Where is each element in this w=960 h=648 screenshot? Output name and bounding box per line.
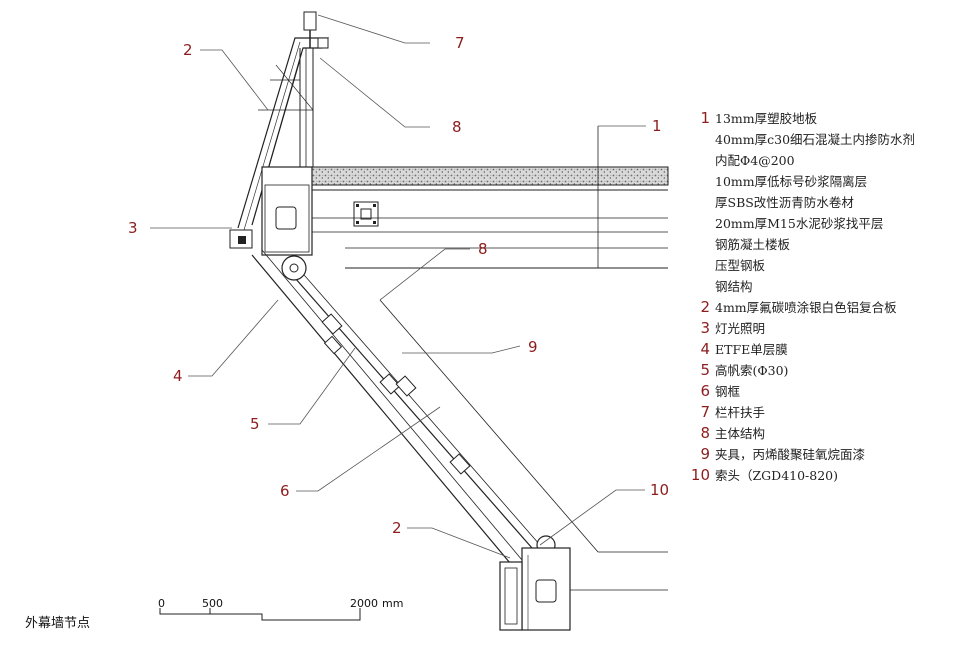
legend-text: 20mm厚M15水泥砂浆找平层	[715, 216, 884, 231]
legend-text: 压型钢板	[715, 258, 766, 273]
legend-text: 4mm厚氟碳喷涂银白色铝复合板	[715, 300, 897, 315]
legend-number: 8	[700, 424, 710, 442]
legend-text: 钢结构	[715, 279, 753, 294]
legend-number: 1	[700, 109, 710, 127]
legend-text: 高帆索(Φ30)	[715, 363, 789, 378]
legend-item: 5 高帆索(Φ30)	[690, 360, 955, 381]
legend-text: 夹具，丙烯酸聚硅氧烷面漆	[715, 447, 866, 462]
legend-text: 40mm厚c30细石混凝土内掺防水剂	[715, 132, 916, 147]
legend-item: 9 夹具，丙烯酸聚硅氧烷面漆	[690, 444, 955, 465]
embedded-plate	[353, 201, 379, 227]
scale-bar: 0 500 2000 mm	[158, 597, 403, 621]
bottom-steel-frame	[499, 547, 571, 631]
legend-text: ETFE单层膜	[715, 342, 788, 357]
legend-item: 内配Φ4@200	[690, 150, 955, 171]
legend: 1 13mm厚塑胶地板 40mm厚c30细石混凝土内掺防水剂 内配Φ4@200 1…	[690, 108, 955, 486]
legend-text: 厚SBS改性沥青防水卷材	[715, 195, 854, 210]
legend-text: 钢框	[715, 384, 741, 399]
legend-item: 6 钢框	[690, 381, 955, 402]
top-parapet	[237, 11, 330, 231]
callout-8-top: 8	[452, 118, 462, 136]
drawing-caption: 外幕墙节点	[25, 616, 91, 631]
legend-item: 8 主体结构	[690, 423, 955, 444]
callout-2-bottom: 2	[392, 519, 402, 537]
legend-number: 10	[690, 466, 710, 484]
callout-4: 4	[173, 367, 183, 385]
legend-text: 主体结构	[715, 426, 766, 441]
callout-7: 7	[455, 34, 465, 52]
leader-lines	[150, 14, 646, 559]
scale-label-2000: 2000	[350, 597, 378, 610]
legend-text: 灯光照明	[715, 321, 766, 336]
legend-item: 2 4mm厚氟碳喷涂银白色铝复合板	[690, 297, 955, 318]
legend-item: 厚SBS改性沥青防水卷材	[690, 192, 955, 213]
legend-number: 4	[700, 340, 710, 358]
legend-number: 9	[700, 445, 710, 463]
top-steel-frame	[229, 166, 313, 256]
callout-9: 9	[528, 338, 538, 356]
legend-item: 钢结构	[690, 276, 955, 297]
legend-item: 钢筋凝土楼板	[690, 234, 955, 255]
callout-5: 5	[250, 415, 260, 433]
scale-label-500: 500	[202, 597, 223, 610]
legend-item: 10 索头（ZGD410-820)	[690, 465, 955, 486]
inclined-membrane	[251, 249, 556, 564]
legend-text: 钢筋凝土楼板	[715, 237, 791, 252]
legend-item: 10mm厚低标号砂浆隔离层	[690, 171, 955, 192]
callout-3: 3	[128, 219, 138, 237]
legend-text: 10mm厚低标号砂浆隔离层	[715, 174, 868, 189]
callout-2-top: 2	[183, 41, 193, 59]
legend-number: 3	[700, 319, 710, 337]
callout-1: 1	[652, 117, 662, 135]
callout-6: 6	[280, 482, 290, 500]
legend-number: 5	[700, 361, 710, 379]
callout-10: 10	[650, 481, 669, 499]
legend-text: 索头（ZGD410-820)	[715, 468, 839, 483]
legend-text: 内配Φ4@200	[715, 153, 795, 168]
scale-label-0: 0	[158, 597, 165, 610]
legend-item: 4 ETFE单层膜	[690, 339, 955, 360]
callout-8-mid: 8	[478, 240, 488, 258]
legend-number: 6	[700, 382, 710, 400]
scale-unit: mm	[382, 597, 403, 610]
legend-item: 3 灯光照明	[690, 318, 955, 339]
legend-item: 20mm厚M15水泥砂浆找平层	[690, 213, 955, 234]
floor-slab	[261, 166, 669, 269]
legend-text: 13mm厚塑胶地板	[715, 111, 818, 126]
main-structure-lines	[379, 126, 668, 591]
legend-text: 栏杆扶手	[715, 405, 766, 420]
legend-item: 7 栏杆扶手	[690, 402, 955, 423]
legend-number: 7	[700, 403, 710, 421]
legend-item: 1 13mm厚塑胶地板	[690, 108, 955, 129]
legend-number: 2	[700, 298, 710, 316]
legend-item: 压型钢板	[690, 255, 955, 276]
legend-item: 40mm厚c30细石混凝土内掺防水剂	[690, 129, 955, 150]
